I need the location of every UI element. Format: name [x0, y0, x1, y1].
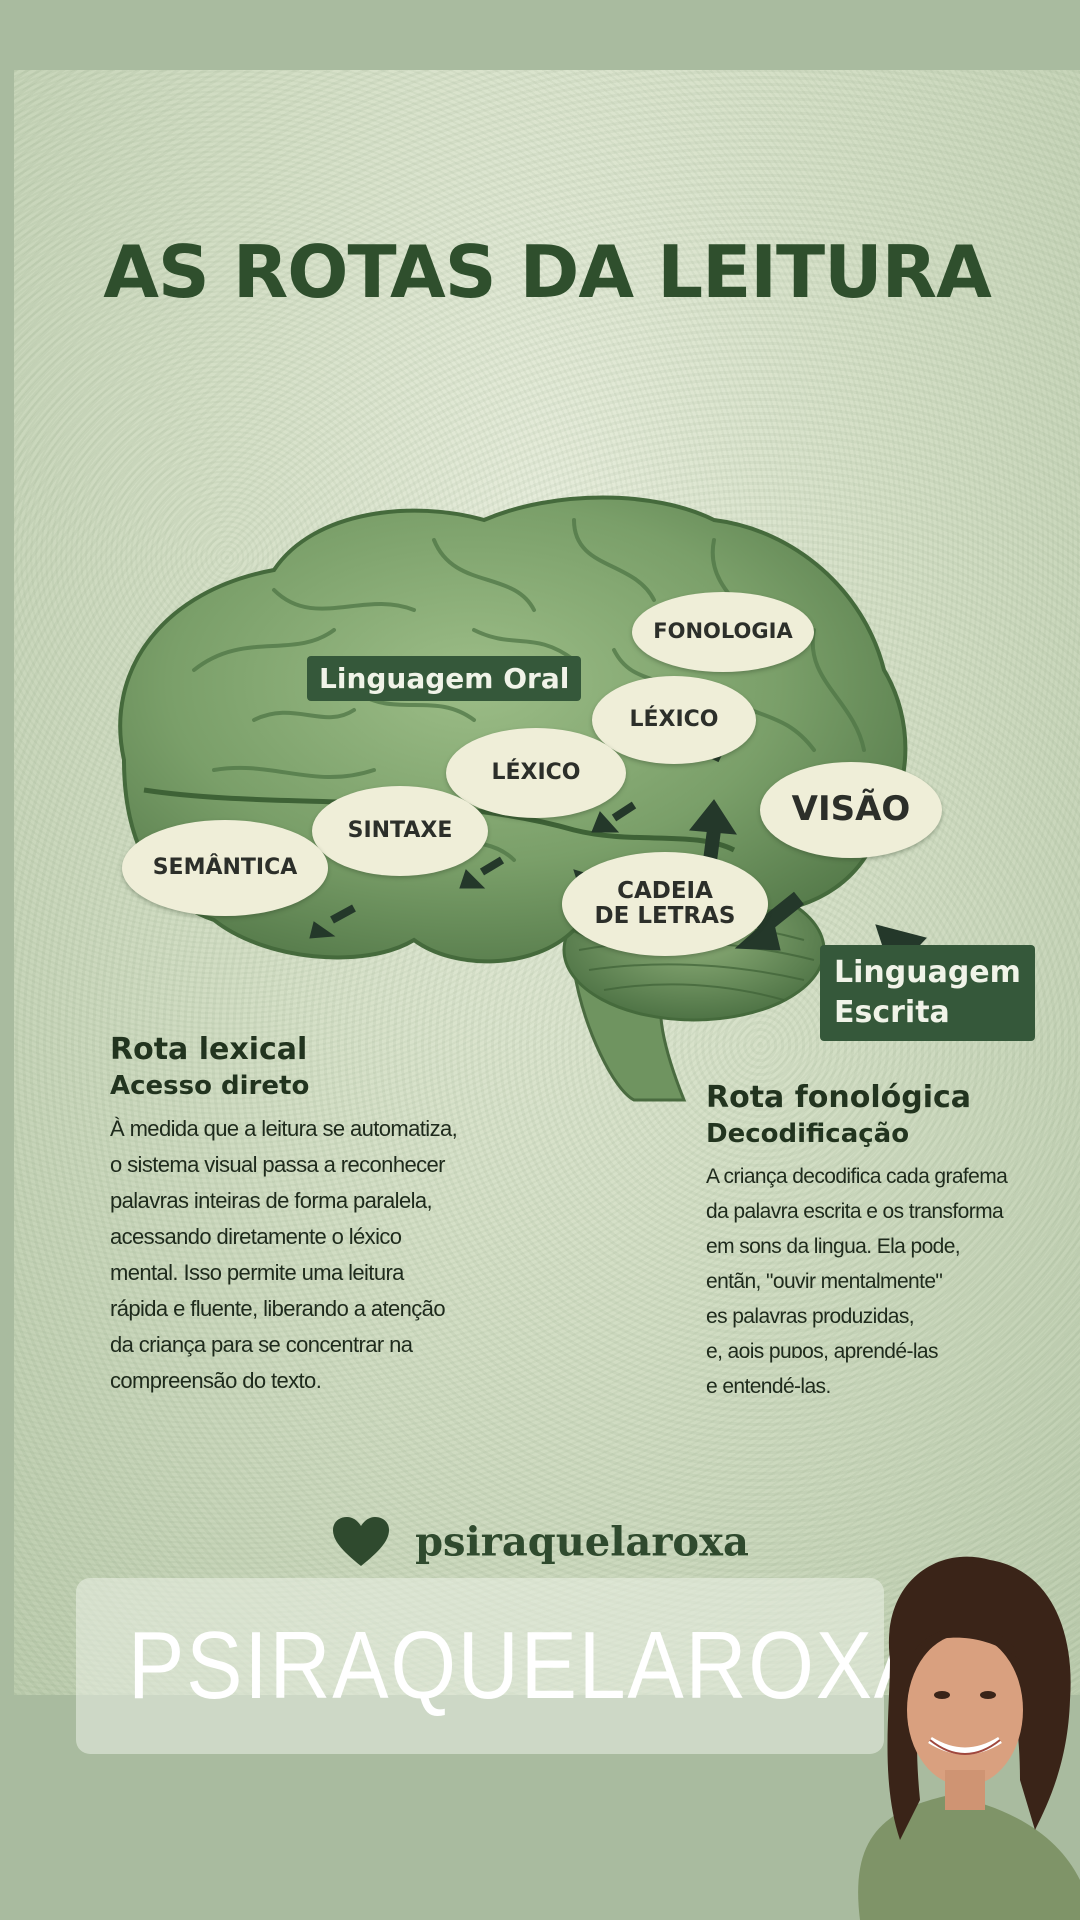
node-lexico-lower: LÉXICO	[446, 728, 626, 818]
rota-fonologica-section: Rota fonológica Decodificação A criança …	[706, 1080, 1076, 1404]
profile-photo	[858, 1556, 1080, 1920]
node-sintaxe: SINTAXE	[312, 786, 488, 876]
node-cadeia-de-letras: CADEIA DE LETRAS	[562, 852, 768, 956]
rota-lexical-subheading: Acesso direto	[110, 1071, 310, 1101]
rota-fonologica-subheading: Decodificação	[706, 1119, 910, 1149]
rota-fonologica-line: es palavras produzidas,	[706, 1305, 915, 1328]
node-lexico-lower-text: LÉXICO	[491, 759, 581, 785]
rota-fonologica-text: A criança decodifica cada grafema da pal…	[706, 1159, 1076, 1404]
rota-fonologica-line: da palavra escrita e os transforma	[706, 1200, 1004, 1223]
node-lexico-upper: LÉXICO	[592, 676, 756, 764]
rota-lexical-heading: Rota lexical	[110, 1032, 308, 1067]
node-fonologia: FONOLOGIA	[632, 592, 814, 672]
linguagem-oral-text: Linguagem Oral	[319, 662, 570, 695]
poster-title: AS ROTAS DA LEITURA	[103, 230, 992, 314]
node-cadeia-line2: DE LETRAS	[594, 903, 736, 929]
node-semantica: SEMÂNTICA	[122, 820, 328, 916]
rota-lexical-line: compreensão do texto.	[110, 1368, 322, 1393]
node-semantica-text: SEMÂNTICA	[152, 854, 298, 880]
rota-lexical-line: palavras inteiras de forma paralela,	[110, 1188, 433, 1213]
rota-fonologica-line: em sons da lingua. Ela pode,	[706, 1235, 961, 1258]
rota-fonologica-line: e, aois puɒos, aprendé-las	[706, 1340, 939, 1363]
rota-lexical-line: acessando diretamente o léxico	[110, 1224, 402, 1249]
heart-icon	[333, 1517, 390, 1566]
linguagem-oral-label: Linguagem Oral	[307, 656, 582, 701]
poster-handle: psiraquelaroxa	[0, 1515, 1080, 1568]
infographic-poster: AS ROTAS DA LEITURA Linguagem Oral Lingu…	[14, 70, 1080, 1695]
rota-fonologica-line: entãn, "ouvir mentalmente"	[706, 1270, 943, 1293]
profile-banner[interactable]: PSIRAQUELAROXA	[76, 1578, 930, 1754]
rota-fonologica-heading: Rota fonológica	[706, 1080, 972, 1115]
node-cadeia-line1: CADEIA	[617, 877, 713, 904]
node-sintaxe-text: SINTAXE	[347, 817, 453, 843]
linguagem-escrita-line2: Escrita	[834, 995, 950, 1030]
node-fonologia-text: FONOLOGIA	[653, 619, 793, 644]
rota-lexical-line: mental. Isso permite uma leitura	[110, 1260, 404, 1285]
poster-handle-text: psiraquelaroxa	[415, 1518, 749, 1566]
rota-fonologica-line: A criança decodifica cada grafema	[706, 1165, 1008, 1188]
rota-lexical-section: Rota lexical Acesso direto À medida que …	[110, 1032, 540, 1399]
rota-lexical-text: À medida que a leitura se automatiza, o …	[110, 1111, 540, 1399]
linguagem-escrita-label: Linguagem Escrita	[820, 945, 1035, 1041]
node-lexico-upper-text: LÉXICO	[629, 706, 719, 732]
rota-lexical-line: o sistema visual passa a reconhecer	[110, 1152, 445, 1177]
rota-lexical-line: À medida que a leitura se automatiza,	[110, 1116, 458, 1141]
rota-lexical-line: rápida e fluente, liberando a atenção	[110, 1296, 446, 1321]
linguagem-escrita-line1: Linguagem	[834, 955, 1021, 990]
rota-lexical-line: da criança para se concentrar na	[110, 1332, 413, 1357]
node-visao-text: VISÃO	[791, 789, 911, 830]
banner-handle-text: PSIRAQUELAROXA	[128, 1612, 932, 1719]
rota-fonologica-line: e entendé-las.	[706, 1375, 831, 1398]
node-visao: VISÃO	[760, 762, 942, 858]
